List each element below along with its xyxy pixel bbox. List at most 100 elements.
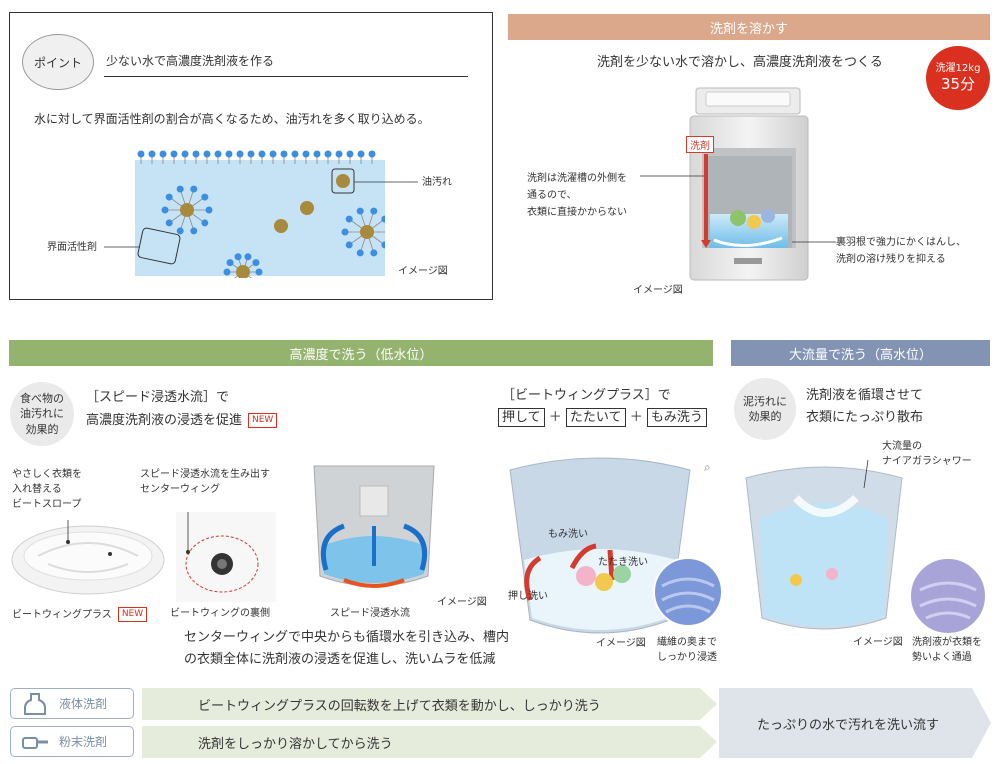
surfactant-head [368,150,376,158]
capacity-badge: 洗濯12kg 35分 [926,46,990,110]
fiber-closeup-2 [909,557,987,635]
liquid-bottle-icon [24,692,46,715]
label-line: やさしく衣類を [12,469,82,480]
surfactant-head [165,219,173,227]
section-title-high-water: 大流量で洗う（高水位） [731,340,990,366]
effect-line: 食べ物の [20,391,64,405]
fiber-note-line: 勢いよく通過 [912,652,972,663]
image-note: イメージ図 [596,638,646,649]
section-title-dissolve: 洗剤を溶かす [508,14,990,40]
surfactant-head [165,193,173,201]
surfactant-head [226,259,234,267]
surfactant-head [236,150,244,158]
image-note: イメージ図 [398,266,448,277]
label-oil: 油汚れ [422,177,452,188]
body-line: センターウィングで中央からも循環水を引き込み、槽内 [184,630,510,645]
surfactant-head [370,249,378,257]
label-line: 入れ替える [12,484,62,495]
action-push: 押して [498,408,545,427]
high-water-headline-1: 洗剤液を循環させて [806,388,924,403]
powder-text: 粉末洗剤 [59,735,108,749]
micelle-clusters [161,174,385,278]
surfactant-head [190,227,198,235]
image-note: イメージ図 [853,637,903,648]
surfactant-head [234,253,242,261]
caption-flow: スピード浸透水流 [330,608,410,619]
effect-line: 泥汚れに [743,394,787,408]
badge-time: 35分 [940,75,976,93]
surfactant-head [148,150,156,158]
surfactant-head [201,193,209,201]
caption-back: ビートウィングの裏側 [170,608,270,619]
effect-badge-mud: 泥汚れに 効果的 [734,378,796,440]
surfactant-head [255,268,263,276]
speed-flow-illustration [313,465,435,588]
label-surfactant: 界面活性剤 [47,242,97,253]
surfactant-head [324,150,332,158]
surfactant-head [313,150,321,158]
fiber-note-line: しっかり浸透 [657,652,717,663]
dissolve-subtitle: 洗剤を少ない水で溶かし、高濃度洗剤液をつくる [597,55,883,70]
oil-droplet [336,174,350,188]
zoom-icon[interactable]: ⌕ [704,460,711,474]
image-note: イメージ図 [633,285,683,296]
leader-line [104,246,140,248]
low-water-headline-1: ［スピード浸透水流］で [86,390,230,405]
plus-sign: ＋ [548,410,562,425]
leader-line [354,181,418,183]
surfactant-head [176,185,184,193]
liquid-detergent-label: 液体洗剤 [10,688,134,719]
leader-line [792,241,836,243]
fiber-closeup-1 [653,557,723,627]
washer-illustration [689,87,809,281]
effect-line: 効果的 [748,410,782,423]
label-line: ビートスロープ [12,499,82,510]
surfactant-head [170,150,178,158]
surfactant-head [345,215,353,223]
low-water-headline-2: 高濃度洗剤液の浸透を促進 [86,413,243,428]
surfactant-head [201,219,209,227]
note-line: 洗剤は洗濯槽の外側を [527,173,627,184]
liquid-text: 液体洗剤 [59,697,108,711]
high-water-headline-2: 衣類にたっぷり散布 [806,410,924,425]
badge-capacity: 洗濯12kg [935,63,981,74]
surfactant-head [190,185,198,193]
liquid-process-arrow: ビートウィングプラスの回転数を上げて衣類を動かし、しっかり洗う [142,688,717,720]
powder-detergent-label: 粉末洗剤 [10,726,134,757]
surfactant-head [291,150,299,158]
effect-line: 効果的 [25,422,59,436]
oil-droplet [360,225,374,239]
surfactant-head [159,150,167,158]
surfactant-head [335,150,343,158]
label-rub: もみ洗い [548,529,588,540]
surfactant-head [269,150,277,158]
action-tap: たたいて [565,408,626,427]
body-line: の衣類全体に洗剤液の浸透を促進し、洗いムラを低減 [184,652,496,667]
surfactant-head [356,207,364,215]
point-description: 水に対して界面活性剤の割合が高くなるため、油汚れを多く取り込める。 [34,112,430,126]
shower-label-line: 大流量の [882,441,922,452]
label-push: 押し洗い [508,591,548,602]
label-tap: たたき洗い [598,557,648,568]
fiber-note-line: 繊維の奥まで [657,637,717,648]
surfactant-head [302,150,310,158]
oil-highlight-box [331,168,355,194]
action-rub: もみ洗う [646,408,707,427]
surfactant-head [223,268,231,276]
surfactant-head [370,207,378,215]
oil-droplet [236,265,250,278]
oil-droplet [300,201,314,215]
surfactant-head [341,228,349,236]
beat-wing-illustration [509,457,691,634]
surfactant-head [345,241,353,249]
caption-pulsator: ビートウィングプラス [12,609,112,621]
leader-line [640,175,704,177]
surfactant-head [346,150,354,158]
new-tag: NEW [248,413,278,428]
label-line: センターウィング [140,484,220,495]
surfactant-head [161,206,169,214]
surfactant-head [381,215,385,223]
oil-droplet [180,203,194,217]
note-line: 洗剤の溶け残りを抑える [836,254,946,265]
beat-wing-headline: ［ビートウィングプラス］で [502,388,671,403]
